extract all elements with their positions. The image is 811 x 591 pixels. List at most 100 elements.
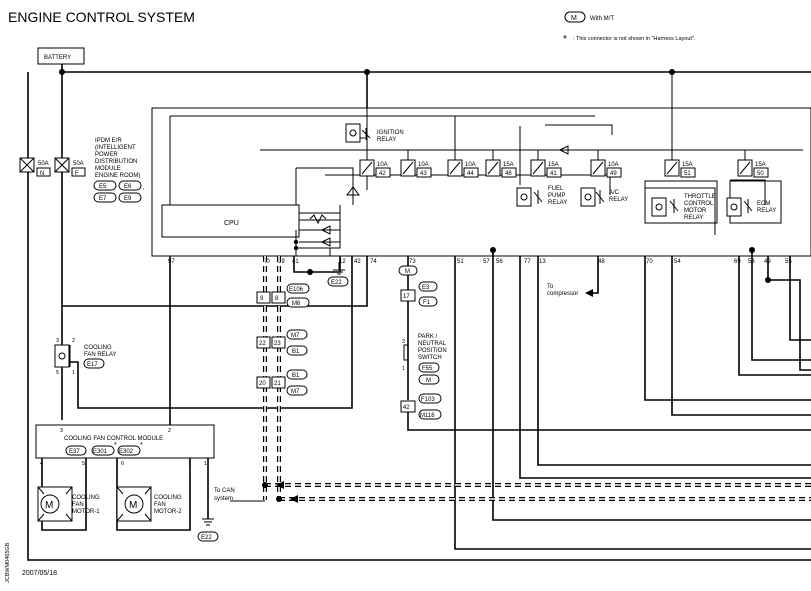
svg-text:46: 46 <box>505 171 512 177</box>
note-text: : This connector is not shown in "Harnes… <box>573 36 696 42</box>
svg-text:POSITION: POSITION <box>418 348 447 354</box>
svg-text:E9: E9 <box>124 196 132 202</box>
svg-text:M: M <box>426 378 431 384</box>
svg-text:FUEL: FUEL <box>548 186 564 192</box>
svg-text:23: 23 <box>274 341 281 347</box>
svg-text:50A: 50A <box>73 161 84 167</box>
svg-text:39: 39 <box>278 259 285 265</box>
svg-text:2: 2 <box>168 428 171 434</box>
svg-text:5: 5 <box>82 461 85 467</box>
fuse-15a-50: 15A 50 <box>737 159 769 178</box>
svg-text:COOLING: COOLING <box>154 495 182 501</box>
svg-text:M6: M6 <box>292 301 301 307</box>
ignition-relay: IGNITION RELAY <box>345 123 404 143</box>
note-mark: * <box>563 34 567 45</box>
fuse-50a-f: 50A F <box>54 157 86 177</box>
svg-text:E22: E22 <box>331 280 342 286</box>
svg-text:10A: 10A <box>608 162 619 168</box>
park-neutral-position-switch: 2 1 PARK / NEUTRAL POSITION SWITCH F55 M <box>402 334 447 385</box>
svg-text:E106: E106 <box>289 287 304 293</box>
svg-text:E3: E3 <box>422 285 430 291</box>
fuse-15a-46: 15A 46 <box>485 159 517 178</box>
connector-e106-m6: 9 8 E106 M6 <box>256 283 310 308</box>
svg-text:,: , <box>143 185 145 191</box>
fuse-10a-49: 10A 49 <box>590 159 622 178</box>
svg-text:8: 8 <box>275 296 279 302</box>
svg-text:42: 42 <box>403 405 410 411</box>
svg-text:B1: B1 <box>292 373 300 379</box>
svg-text:compressor: compressor <box>547 291 578 297</box>
svg-text:42: 42 <box>379 171 386 177</box>
svg-text:*: * <box>140 442 143 449</box>
svg-text:56: 56 <box>496 259 503 265</box>
connector-e3-f1: 17 E3 F1 <box>400 281 438 307</box>
svg-text:41: 41 <box>292 259 299 265</box>
svg-text:N: N <box>40 171 44 177</box>
to-can-system: To CAN <box>214 488 235 494</box>
svg-text:IGNITION: IGNITION <box>377 130 404 136</box>
svg-text:77: 77 <box>524 259 531 265</box>
svg-text:F1: F1 <box>423 300 431 306</box>
mt-legend-code: M <box>571 15 577 22</box>
svg-text:MOTOR: MOTOR <box>684 208 707 214</box>
svg-text:42: 42 <box>354 259 361 265</box>
svg-text:PARK /: PARK / <box>418 334 438 340</box>
svg-text:F: F <box>75 171 79 177</box>
svg-text:70: 70 <box>646 259 653 265</box>
fuse-15a-51: 15A 51 <box>664 159 696 178</box>
connector-m7-b1: 22 23 M7 B1 <box>256 329 308 356</box>
svg-text:21: 21 <box>274 381 281 387</box>
ipdm-connectors: E5 E6 , E7 E9 <box>93 180 145 203</box>
svg-text:A/C: A/C <box>609 190 620 196</box>
svg-text:M: M <box>405 269 410 275</box>
svg-text:SWITCH: SWITCH <box>418 355 442 361</box>
svg-text:RELAY: RELAY <box>609 197 628 203</box>
battery-box <box>37 47 85 65</box>
cooling-fan-motor-1: M COOLING FAN MOTOR-1 <box>37 486 100 522</box>
svg-text:DISTRIBUTION: DISTRIBUTION <box>95 159 137 165</box>
svg-text:system: system <box>214 496 233 502</box>
svg-text:97: 97 <box>168 259 175 265</box>
svg-text:MODULE: MODULE <box>95 166 121 172</box>
svg-text:20: 20 <box>259 381 266 387</box>
svg-text:9: 9 <box>260 296 264 302</box>
svg-text:M116: M116 <box>420 413 435 419</box>
svg-text:10A: 10A <box>418 162 429 168</box>
ipdm-pin-labels: 97 40 39 41 12 42 74 73 51 57 56 77 13 4… <box>168 259 792 265</box>
svg-text:RELAY: RELAY <box>757 208 776 214</box>
svg-text:6: 6 <box>121 461 124 467</box>
svg-text:PUMP: PUMP <box>548 193 565 199</box>
mt-legend-marker <box>564 11 586 23</box>
svg-text:POWER: POWER <box>95 152 118 158</box>
svg-text:ECM: ECM <box>757 201 770 207</box>
fuse-10a-43: 10A 43 <box>400 159 432 178</box>
svg-text:(INTELLIGENT: (INTELLIGENT <box>95 145 136 151</box>
svg-text:5: 5 <box>56 370 59 376</box>
svg-text:51: 51 <box>457 259 464 265</box>
svg-text:15A: 15A <box>682 162 693 168</box>
cooling-fan-module-connectors: E37 E301 * E302 * <box>65 442 143 456</box>
svg-text:69: 69 <box>734 259 741 265</box>
svg-text:3: 3 <box>60 428 63 434</box>
svg-text:48: 48 <box>598 259 605 265</box>
fuse-50a-n: 50A N <box>19 157 51 177</box>
svg-text:E5: E5 <box>99 184 107 190</box>
svg-text:F55: F55 <box>422 366 433 372</box>
svg-text:15A: 15A <box>548 162 559 168</box>
svg-text:1: 1 <box>72 370 75 376</box>
cooling-fan-module-label: COOLING FAN CONTROL MODULE <box>64 436 163 442</box>
svg-text:22: 22 <box>259 341 266 347</box>
svg-text:50A: 50A <box>38 161 49 167</box>
svg-text:73: 73 <box>409 259 416 265</box>
svg-text:NEUTRAL: NEUTRAL <box>418 341 447 347</box>
cooling-fan-relay: 3 2 5 1 COOLING FAN RELAY E17 <box>54 338 117 376</box>
svg-text:F103: F103 <box>421 397 435 403</box>
svg-text:M7: M7 <box>291 333 300 339</box>
svg-text:RELAY: RELAY <box>684 215 703 221</box>
svg-text:THROTTLE: THROTTLE <box>684 194 716 200</box>
svg-text:*: * <box>114 442 117 449</box>
svg-text:CONTROL: CONTROL <box>684 201 714 207</box>
battery-label: BATTERY <box>44 55 71 61</box>
svg-text:E7: E7 <box>99 196 107 202</box>
